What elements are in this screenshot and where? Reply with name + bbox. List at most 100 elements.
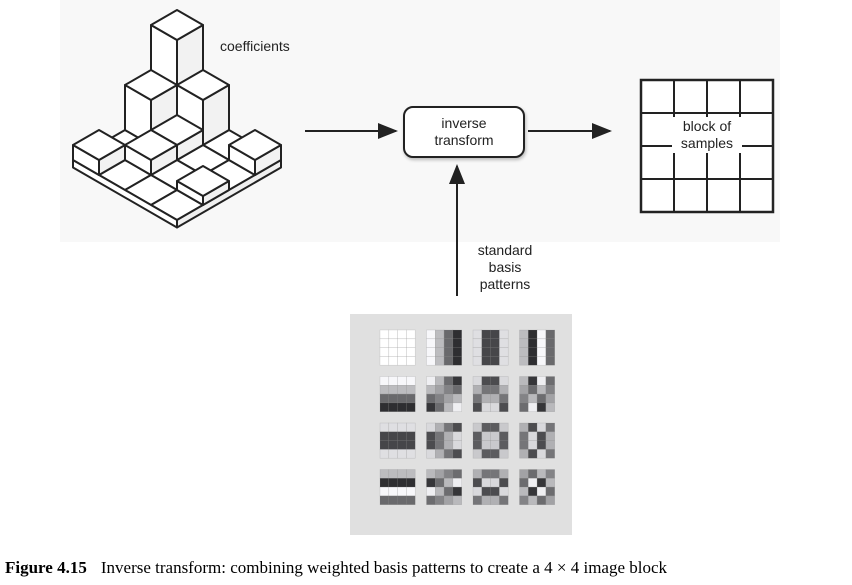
basis-cell: [435, 356, 445, 366]
basis-cell: [379, 347, 390, 357]
basis-cell: [519, 422, 529, 433]
basis-cell: [481, 338, 491, 348]
basis-cell: [452, 440, 462, 450]
basis-cell: [435, 393, 445, 404]
basis-cell: [406, 393, 416, 404]
basis-cell: [545, 402, 555, 412]
basis-cell: [435, 329, 445, 340]
basis-cell: [499, 431, 509, 441]
basis-cell: [519, 393, 529, 404]
basis-cell: [426, 347, 436, 357]
basis-cell: [536, 402, 547, 412]
basis-cell: [397, 356, 407, 366]
basis-cell: [435, 478, 445, 488]
basis-cell: [545, 393, 555, 404]
block-of-samples-grid: [639, 78, 775, 214]
basis-cell: [379, 338, 390, 348]
basis-cell: [388, 495, 398, 505]
basis-cell: [426, 393, 436, 404]
basis-cell: [519, 356, 529, 366]
basis-cell: [481, 449, 491, 459]
basis-cell: [490, 385, 500, 395]
basis-cell: [379, 431, 390, 441]
basis-cell: [545, 376, 555, 386]
basis-cell: [490, 338, 500, 348]
basis-cell: [406, 347, 416, 357]
basis-cell: [435, 431, 445, 441]
basis-cell: [379, 329, 390, 340]
basis-cell: [545, 338, 555, 348]
basis-cell: [536, 431, 547, 441]
basis-cell: [481, 495, 491, 505]
basis-cell: [443, 478, 454, 488]
basis-cell: [397, 376, 407, 386]
basis-cell: [406, 385, 416, 395]
basis-cell: [536, 422, 547, 433]
basis-cell: [452, 478, 462, 488]
bar-top: [124, 129, 178, 161]
basis-cell: [472, 449, 483, 459]
basis-cell: [528, 469, 538, 479]
basis-cell: [406, 495, 416, 505]
basis-cell: [545, 478, 555, 488]
basis-cell: [397, 329, 407, 340]
basis-cell: [388, 393, 398, 404]
basis-cell: [426, 478, 436, 488]
basis-cell: [379, 376, 390, 386]
basis-cell: [397, 393, 407, 404]
basis-patterns-grid: [379, 329, 555, 505]
basis-cell: [499, 376, 509, 386]
basis-pattern: [426, 469, 462, 505]
basis-cell: [545, 495, 555, 505]
basis-label-line1: standard: [477, 242, 533, 258]
basis-cell: [472, 385, 483, 395]
inverse-transform-box: inverse transform: [403, 106, 525, 158]
basis-pattern: [519, 469, 555, 505]
basis-cell: [435, 385, 445, 395]
basis-cell: [490, 347, 500, 357]
basis-pattern: [426, 422, 462, 459]
basis-cell: [519, 431, 529, 441]
basis-cell: [435, 338, 445, 348]
basis-cell: [397, 431, 407, 441]
basis-cell: [435, 469, 445, 479]
bar-top: [124, 69, 178, 101]
basis-cell: [490, 422, 500, 433]
basis-cell: [406, 402, 416, 412]
basis-cell: [379, 495, 390, 505]
basis-cell: [490, 478, 500, 488]
basis-cell: [528, 486, 538, 497]
basis-cell: [388, 329, 398, 340]
basis-cell: [536, 478, 547, 488]
basis-cell: [536, 385, 547, 395]
basis-cell: [536, 347, 547, 357]
basis-cell: [452, 385, 462, 395]
basis-cell: [545, 469, 555, 479]
basis-cell: [519, 449, 529, 459]
basis-cell: [528, 402, 538, 412]
basis-cell: [443, 376, 454, 386]
basis-cell: [481, 422, 491, 433]
basis-cell: [443, 329, 454, 340]
basis-cell: [499, 338, 509, 348]
basis-cell: [379, 469, 390, 479]
basis-cell: [452, 347, 462, 357]
basis-cell: [406, 356, 416, 366]
basis-pattern: [379, 329, 416, 366]
basis-cell: [519, 376, 529, 386]
basis-cell: [528, 347, 538, 357]
basis-cell: [472, 440, 483, 450]
basis-cell: [435, 495, 445, 505]
basis-cell: [443, 449, 454, 459]
basis-cell: [452, 495, 462, 505]
basis-cell: [528, 478, 538, 488]
basis-cell: [519, 478, 529, 488]
basis-cell: [499, 449, 509, 459]
basis-cell: [426, 495, 436, 505]
basis-cell: [426, 385, 436, 395]
basis-cell: [397, 385, 407, 395]
basis-cell: [481, 347, 491, 357]
basis-cell: [545, 356, 555, 366]
basis-cell: [519, 495, 529, 505]
basis-cell: [397, 338, 407, 348]
